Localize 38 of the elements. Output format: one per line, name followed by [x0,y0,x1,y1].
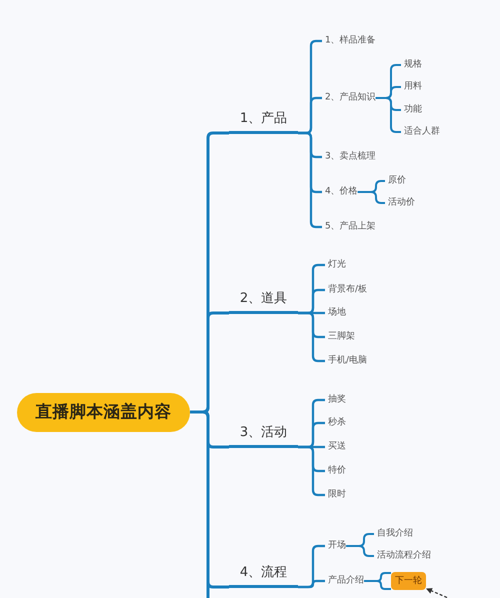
branch-label: 1、样品准备 [322,36,376,46]
branch-label: 用料 [401,82,422,92]
branch-label: 原价 [385,176,406,186]
branch-label: 3、卖点梳理 [322,152,376,162]
branch-label: 自我介绍 [374,528,413,540]
branch-label: 抽奖 [325,394,346,406]
branch-label: 活动价 [385,198,415,208]
dashed-arrow [426,588,448,598]
branch-label: 限时 [325,490,346,500]
highlight-tag: 下一轮 [391,572,426,590]
branch-label: 5、产品上架 [322,222,376,232]
branch-label: 手机/电脑 [325,356,368,366]
branch-label: 规格 [401,60,422,70]
branch-label: 背景布/板 [325,284,368,296]
brace-connector [358,191,385,204]
branch-label: 产品介绍 [325,576,364,586]
brace-connector [363,572,392,590]
branch-label: 三脚架 [325,332,355,342]
branch-label: 场地 [325,308,346,318]
brace-connector [346,545,374,557]
topic-heading: 1、产品 [229,107,298,134]
branch-label: 秒杀 [325,418,346,428]
topic-heading: 3、活动 [229,421,298,448]
branch-label: 4、价格 [322,186,358,198]
branch-label: 灯光 [325,260,346,270]
branch-label: 特价 [325,466,346,476]
branch-label: 活动流程介绍 [374,550,431,562]
branch-label: 买送 [325,442,346,452]
brace-connector [376,97,401,133]
branch-label: 2、产品知识 [322,92,376,104]
topic-heading: 4、流程 [229,561,298,588]
brace-connector [298,580,325,588]
topic-heading: 2、道具 [229,287,298,314]
branch-label: 功能 [401,104,422,116]
branch-label: 开场 [325,540,346,552]
branch-label: 适合人群 [401,126,440,138]
brace-connector [188,410,230,598]
title-pill: 直播脚本涵盖内容 [17,392,190,432]
